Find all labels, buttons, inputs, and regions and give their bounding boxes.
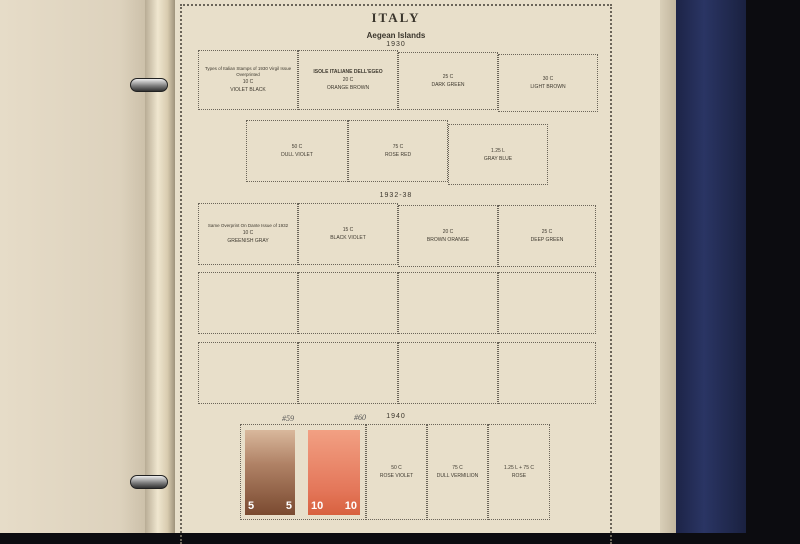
stamp-space — [240, 424, 366, 520]
page-edges — [660, 0, 678, 533]
album-binder-cover — [676, 0, 746, 533]
handwritten-number: #59 — [282, 414, 294, 423]
stamp-space: 75 cROSE RED — [348, 120, 448, 182]
empty-stamp-space — [198, 272, 298, 334]
stamp-space: 20 cBROWN ORANGE — [398, 205, 498, 267]
year-heading: 1940 — [386, 413, 406, 420]
empty-stamp-space — [298, 272, 398, 334]
stamp-space: Types of Italian Stamps of 1930 Virgil I… — [198, 50, 298, 110]
stamp-space: 25 cDARK GREEN — [398, 52, 498, 110]
binder-ring — [130, 78, 168, 92]
stamp-space: 30 cLIGHT BROWN — [498, 54, 598, 112]
stamp-space: 25 cDEEP GREEN — [498, 205, 596, 267]
empty-stamp-space — [498, 272, 596, 334]
stamp-space: 75 cDULL VERMILION — [427, 424, 488, 520]
left-album-page — [0, 0, 150, 533]
page-title: ITALY — [371, 10, 421, 25]
binder-ring — [130, 475, 168, 489]
page-subtitle: Aegean Islands — [366, 31, 426, 40]
stamp-space: 15 cBLACK VIOLET — [298, 203, 398, 265]
handwritten-number: #60 — [354, 413, 366, 422]
empty-stamp-space — [298, 342, 398, 404]
year-heading: 1932-38 — [379, 192, 413, 199]
stamp-space: 50 cDULL VIOLET — [246, 120, 348, 182]
page-border — [180, 4, 612, 544]
year-heading: 1930 — [386, 41, 406, 48]
stamp-space: 50 cROSE VIOLET — [366, 424, 427, 520]
stamp-space: 1.25 L + 75 cROSE — [488, 424, 550, 520]
empty-stamp-space — [198, 342, 298, 404]
empty-stamp-space — [398, 342, 498, 404]
empty-stamp-space — [498, 342, 596, 404]
empty-stamp-space — [398, 272, 498, 334]
